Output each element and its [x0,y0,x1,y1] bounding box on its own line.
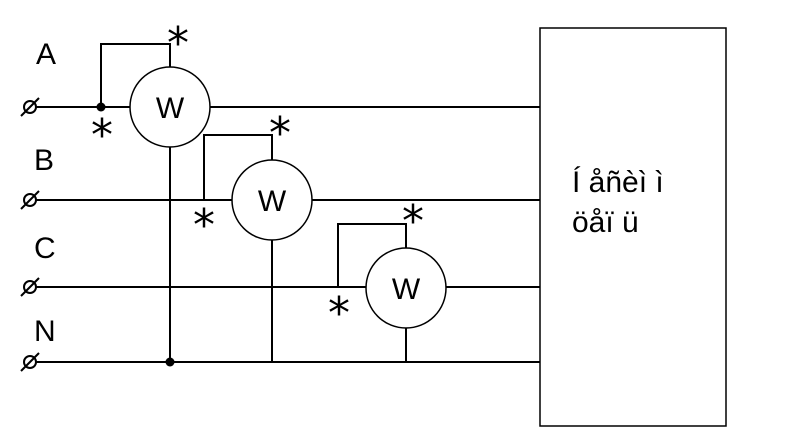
meter-b-voltage-loop [203,134,273,200]
line-label-b: B [34,144,54,177]
terminal-c [20,277,40,297]
meter-a-voltage-loop [100,43,171,107]
wattmeter-c [365,247,447,329]
terminal-n [20,352,40,372]
wattmeter-b [231,159,313,241]
polarity-mark-c-current: * [328,288,350,339]
terminal-a [20,97,40,117]
load-box-label-line1: Í åñèì ì [572,166,664,199]
junction-dot-a [96,102,106,112]
meter-c-voltage-loop [337,223,407,287]
polarity-mark-b-current: * [193,200,215,251]
line-label-c: C [34,232,56,265]
junction-dot-n [165,357,175,367]
line-label-n: N [34,315,56,348]
line-label-a: A [36,38,56,71]
polarity-mark-b-voltage: * [269,108,291,159]
wattmeter-a-label: W [156,92,185,125]
terminal-b [20,190,40,210]
polarity-mark-a-current: * [91,110,113,161]
wattmeter-a [129,66,211,148]
polarity-mark-c-voltage: * [402,196,424,247]
wattmeter-c-label: W [392,273,421,306]
load-box-label-line2: öåï ü [572,206,639,239]
polarity-mark-a-voltage: * [167,18,189,69]
load-box [539,27,727,427]
wattmeter-b-label: W [258,185,287,218]
